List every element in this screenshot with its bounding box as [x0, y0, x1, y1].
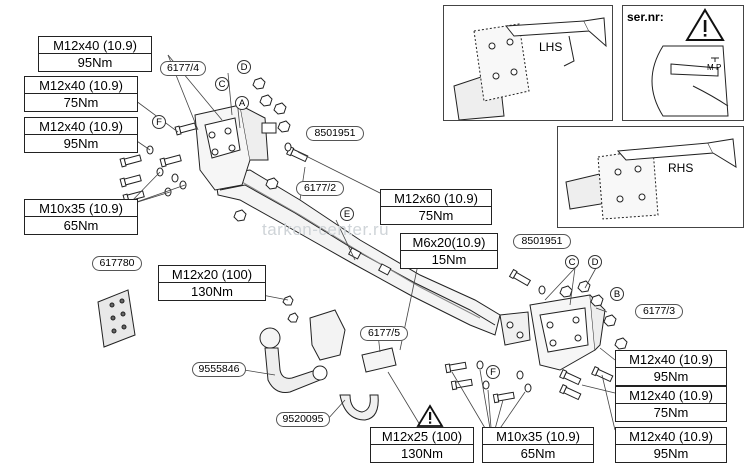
part-letter-e: E [340, 207, 354, 221]
right-mounting-bracket [499, 294, 606, 371]
torque-value: 65Nm [63, 218, 99, 233]
part-letter-f-right: F [486, 365, 500, 379]
lhs-label: LHS [539, 40, 563, 54]
torque-value: 75Nm [418, 208, 454, 223]
torque-box-right-2: M12x40 (10.9) 75Nm [615, 386, 727, 422]
bolt-spec: M12x40 (10.9) [25, 118, 137, 135]
part-code-8501951-left: 8501951 [306, 126, 364, 141]
torque-value: 95Nm [653, 369, 689, 384]
tow-ball-hitch [259, 295, 397, 421]
right-bolts [444, 268, 628, 404]
torque-value: 75Nm [63, 95, 99, 110]
torque-value: 130Nm [401, 446, 443, 461]
bolt-spec: M10x35 (10.9) [25, 200, 137, 217]
part-code-9520095: 9520095 [276, 412, 330, 427]
part-letter-f-left: F [152, 115, 166, 129]
watermark: tarkon-center.ru [262, 220, 390, 239]
bolt-spec: M12x25 (100) [371, 428, 473, 445]
part-code-8501951-right: 8501951 [513, 234, 571, 249]
torque-box-left-3: M12x40 (10.9) 95Nm [24, 117, 138, 153]
bolt-spec: M12x40 (10.9) [616, 351, 726, 368]
torque-box-bottom-m12x25: M12x25 (100) 130Nm [370, 427, 474, 463]
part-code-6177-4: 6177/4 [160, 61, 206, 76]
inset-serial-detail: ser.nr: M P [622, 5, 744, 121]
rhs-sealant-illustration [565, 138, 737, 220]
part-code-9555846: 9555846 [192, 362, 246, 377]
part-letter-b: B [610, 287, 624, 301]
torque-box-left-2: M12x40 (10.9) 75Nm [24, 76, 138, 112]
torque-box-left-top: M12x40 (10.9) 95Nm [38, 36, 152, 72]
serial-plate-illustration [651, 8, 729, 117]
part-code-617780: 617780 [92, 256, 142, 271]
torque-value: 95Nm [63, 136, 99, 151]
torque-box-bottom-m10x35: M10x35 (10.9) 65Nm [482, 427, 594, 463]
torque-box-right-1: M12x40 (10.9) 95Nm [615, 350, 727, 386]
part-code-6177-2: 6177/2 [296, 181, 344, 196]
part-letter-c-left: C [215, 77, 229, 91]
torque-value: 65Nm [520, 446, 556, 461]
rhs-label: RHS [668, 161, 694, 175]
torque-value: 75Nm [653, 405, 689, 420]
torque-box-center-m12x60: M12x60 (10.9) 75Nm [380, 189, 492, 225]
torque-value: 15Nm [431, 252, 467, 267]
inset-rhs-detail: RHS [557, 126, 744, 228]
electrical-module-617780 [97, 289, 136, 348]
part-code-6177-3: 6177/3 [635, 304, 683, 319]
bolt-spec: M12x40 (10.9) [616, 387, 726, 404]
torque-box-ball-m12x20: M12x20 (100) 130Nm [158, 265, 266, 301]
bolt-spec: M12x20 (100) [159, 266, 265, 283]
bolt-spec: M6x20(10.9) [401, 234, 497, 251]
torque-value: 95Nm [77, 55, 113, 70]
part-letter-c-right: C [565, 255, 579, 269]
left-mounting-bracket [194, 104, 277, 191]
bolt-spec: M12x40 (10.9) [25, 77, 137, 94]
part-letter-d-left: D [237, 60, 251, 74]
torque-box-right-3: M12x40 (10.9) 95Nm [615, 427, 727, 463]
bolt-spec: M10x35 (10.9) [483, 428, 593, 445]
bolt-spec: M12x40 (10.9) [616, 428, 726, 445]
serial-label: ser.nr: [627, 10, 664, 24]
serial-mark-m: M [707, 63, 714, 72]
bolt-spec: M12x60 (10.9) [381, 190, 491, 207]
left-bolts [119, 77, 309, 222]
torque-value: 95Nm [653, 446, 689, 461]
part-code-6177-5: 6177/5 [360, 326, 408, 341]
bolt-spec: M12x40 (10.9) [39, 37, 151, 54]
part-letter-a: A [235, 96, 249, 110]
torque-box-left-4: M10x35 (10.9) 65Nm [24, 199, 138, 235]
warning-triangle-icon [416, 404, 444, 427]
torque-box-center-m6x20: M6x20(10.9) 15Nm [400, 233, 498, 269]
serial-mark-p: P [716, 63, 722, 72]
lhs-sealant-illustration [453, 17, 607, 120]
torque-value: 130Nm [191, 284, 233, 299]
part-letter-d-right: D [588, 255, 602, 269]
inset-lhs-detail: LHS [443, 5, 613, 121]
